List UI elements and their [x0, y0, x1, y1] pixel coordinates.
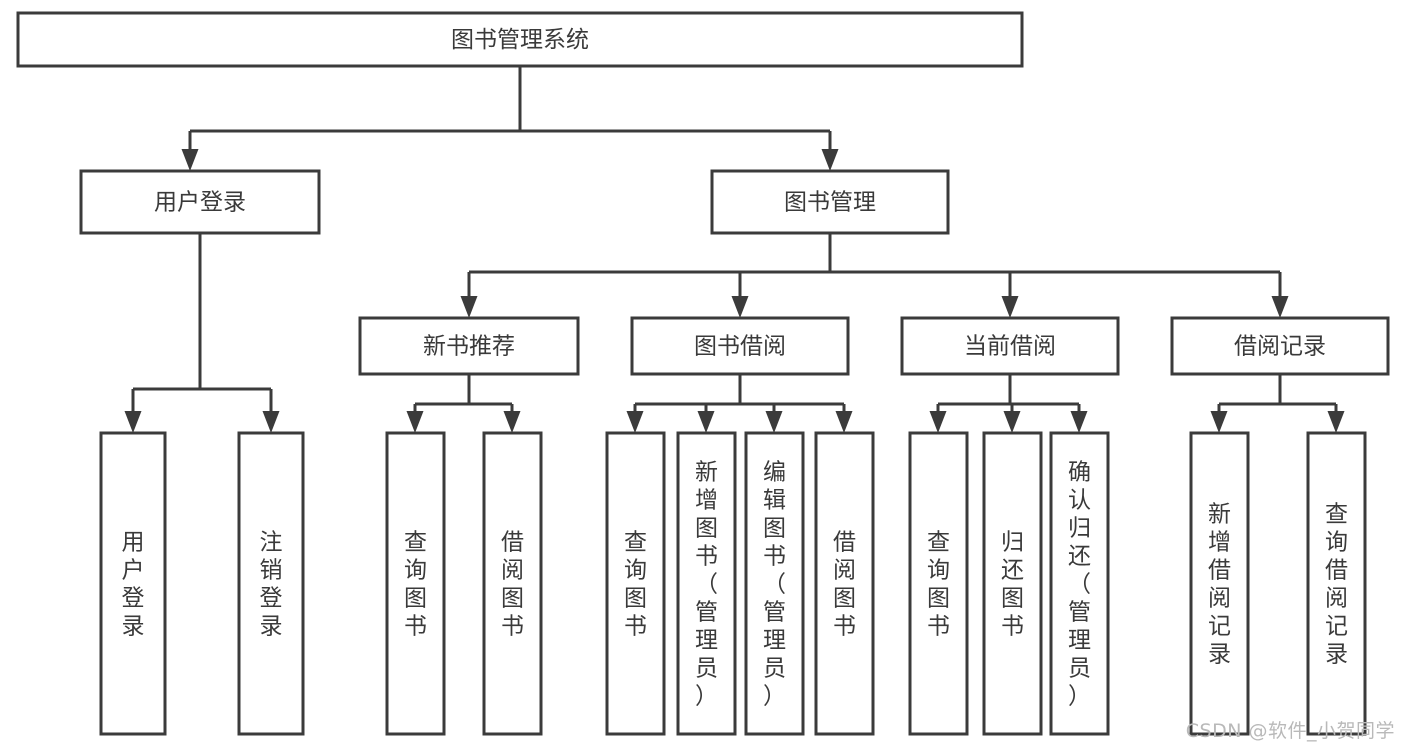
connector-group-bus-new-book: [406, 374, 521, 433]
node-book-borrow[interactable]: 图书借阅: [630, 316, 850, 376]
node-leaf-borrow-book-2[interactable]: 借阅图书: [814, 431, 875, 736]
node-box[interactable]: [900, 316, 1120, 376]
arrow-head-icon: [1070, 411, 1088, 433]
node-user-login[interactable]: 用户登录: [79, 169, 321, 235]
node-label: 用户登录: [154, 190, 246, 216]
connector-group-bus-current-borrow: [929, 374, 1088, 433]
node-book-manage[interactable]: 图书管理: [710, 169, 950, 235]
arrow-head-icon: [1003, 411, 1021, 433]
node-leaf-confirm-return[interactable]: 确认归还（管理员）: [1049, 431, 1110, 736]
node-label: 编辑图书（管理员）: [763, 460, 786, 710]
arrow-head-icon: [460, 296, 478, 318]
node-leaf-query-record[interactable]: 查询借阅记录: [1306, 431, 1367, 736]
arrow-head-icon: [181, 149, 199, 171]
node-box[interactable]: [744, 431, 805, 736]
node-box[interactable]: [16, 11, 1024, 68]
connector-group-bus-book-manage: [460, 233, 1289, 318]
node-leaf-edit-book[interactable]: 编辑图书（管理员）: [744, 431, 805, 736]
arrow-head-icon: [626, 411, 644, 433]
node-label: 新增借阅记录: [1208, 502, 1231, 668]
node-label: 注销登录: [260, 530, 283, 640]
arrow-head-icon: [821, 149, 839, 171]
node-box[interactable]: [630, 316, 850, 376]
node-box[interactable]: [1306, 431, 1367, 736]
arrow-head-icon: [124, 411, 142, 433]
node-label: 确认归还（管理员）: [1068, 460, 1091, 710]
node-box[interactable]: [79, 169, 321, 235]
watermark: CSDN @软件_小贺同学: [1185, 720, 1395, 742]
node-label: 新书推荐: [423, 334, 515, 360]
node-box[interactable]: [99, 431, 167, 736]
arrow-head-icon: [835, 411, 853, 433]
node-leaf-query-book-1[interactable]: 查询图书: [385, 431, 446, 736]
node-current-borrow[interactable]: 当前借阅: [900, 316, 1120, 376]
arrow-head-icon: [1271, 296, 1289, 318]
connector-group-bus-book-borrow: [626, 374, 853, 433]
connector-layer: [124, 66, 1345, 433]
node-label: 查询图书: [927, 530, 950, 640]
arrow-head-icon: [1001, 296, 1019, 318]
node-box[interactable]: [982, 431, 1043, 736]
node-box[interactable]: [605, 431, 666, 736]
node-leaf-logout[interactable]: 注销登录: [237, 431, 305, 736]
node-box[interactable]: [814, 431, 875, 736]
node-label: 归还图书: [1001, 530, 1024, 640]
arrow-head-icon: [1210, 411, 1228, 433]
arrow-head-icon: [262, 411, 280, 433]
node-label: 用户登录: [122, 530, 145, 640]
arrow-head-icon: [1327, 411, 1345, 433]
node-label: 查询借阅记录: [1325, 502, 1348, 668]
node-label: 图书借阅: [694, 334, 786, 360]
node-label: 图书管理: [784, 190, 876, 216]
node-box[interactable]: [710, 169, 950, 235]
node-label: 新增图书（管理员）: [695, 460, 718, 710]
node-label: 查询图书: [624, 530, 647, 640]
node-label: 借阅图书: [501, 530, 524, 640]
connector-group-bus-borrow-record: [1210, 374, 1345, 433]
node-leaf-user-login[interactable]: 用户登录: [99, 431, 167, 736]
node-box[interactable]: [1170, 316, 1390, 376]
arrow-head-icon: [731, 296, 749, 318]
connector-group-bus-user-login: [124, 233, 280, 433]
node-box[interactable]: [908, 431, 969, 736]
node-box[interactable]: [1049, 431, 1110, 736]
node-box[interactable]: [676, 431, 737, 736]
node-layer: 图书管理系统用户登录图书管理新书推荐图书借阅当前借阅借阅记录用户登录注销登录查询…: [16, 11, 1390, 736]
arrow-head-icon: [929, 411, 947, 433]
node-root[interactable]: 图书管理系统: [16, 11, 1024, 68]
node-box[interactable]: [1189, 431, 1250, 736]
node-borrow-record[interactable]: 借阅记录: [1170, 316, 1390, 376]
connector-group-bus-root: [181, 66, 839, 171]
arrow-head-icon: [697, 411, 715, 433]
node-leaf-borrow-book-1[interactable]: 借阅图书: [482, 431, 543, 736]
arrow-head-icon: [503, 411, 521, 433]
arrow-head-icon: [406, 411, 424, 433]
node-label: 借阅记录: [1234, 334, 1326, 360]
node-box[interactable]: [358, 316, 580, 376]
arrow-head-icon: [765, 411, 783, 433]
node-box[interactable]: [482, 431, 543, 736]
node-leaf-add-record[interactable]: 新增借阅记录: [1189, 431, 1250, 736]
node-label: 当前借阅: [964, 334, 1056, 360]
node-new-book-recommend[interactable]: 新书推荐: [358, 316, 580, 376]
node-label: 借阅图书: [833, 530, 856, 640]
node-label: 查询图书: [404, 530, 427, 640]
node-leaf-return-book[interactable]: 归还图书: [982, 431, 1043, 736]
node-box[interactable]: [385, 431, 446, 736]
node-leaf-query-book-3[interactable]: 查询图书: [908, 431, 969, 736]
node-leaf-query-book-2[interactable]: 查询图书: [605, 431, 666, 736]
node-leaf-add-book[interactable]: 新增图书（管理员）: [676, 431, 737, 736]
node-box[interactable]: [237, 431, 305, 736]
node-label: 图书管理系统: [451, 27, 589, 53]
